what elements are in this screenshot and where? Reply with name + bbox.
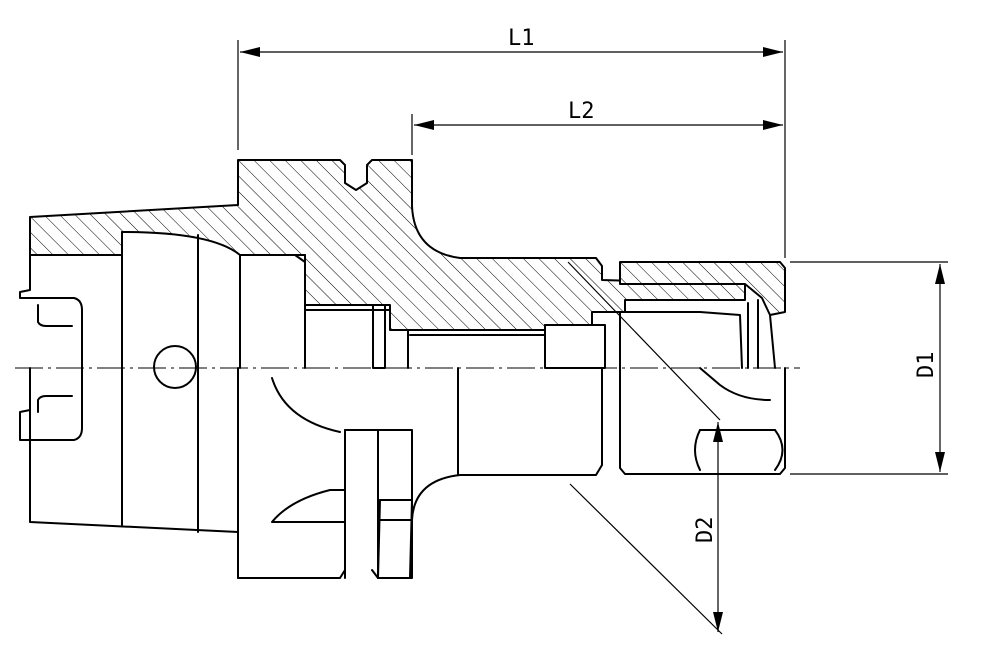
d2-leader [569,483,723,635]
section-upper-half [19,159,786,389]
dim-l2: L2 [411,99,783,155]
dim-d2: D2 [693,422,723,632]
clamp-nut-lower [619,367,786,475]
hsk-taper-lower [29,367,413,579]
dim-d1: D1 [790,261,948,475]
dim-label-l2: L2 [568,99,595,124]
hsk-shank-section [29,159,746,331]
dim-label-d1: D1 [914,352,939,379]
dim-label-l1: L1 [508,26,535,51]
view-lower-half [19,367,786,579]
locking-ball [153,345,197,389]
drive-slot-upper [19,254,83,369]
dim-l1: L1 [237,26,786,258]
neck-lower [411,367,603,521]
dim-label-d2: D2 [693,517,718,544]
d1-leader [567,261,721,421]
